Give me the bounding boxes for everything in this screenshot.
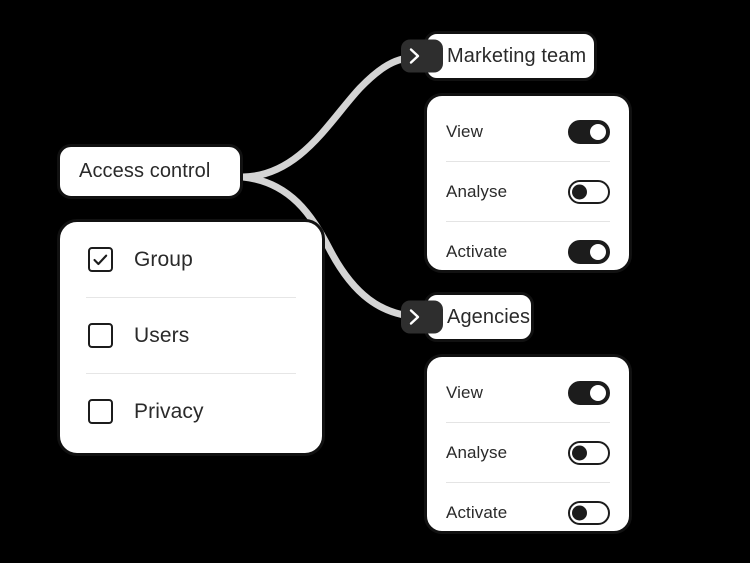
toggle-knob [590, 123, 606, 140]
toggle-activate[interactable] [568, 239, 610, 264]
divider [446, 161, 610, 162]
option-row-group[interactable]: Group [60, 222, 322, 297]
permission-row-activate[interactable]: Activate [427, 222, 629, 281]
chevron-right-icon[interactable] [401, 39, 443, 73]
option-row-users[interactable]: Users [60, 298, 322, 373]
toggle-knob [572, 445, 587, 460]
node-agencies-label: Agencies [447, 305, 531, 328]
node-marketing-team-label: Marketing team [447, 44, 587, 67]
checkbox-checked-icon[interactable] [88, 247, 113, 272]
divider [446, 221, 610, 222]
toggle-knob [572, 505, 587, 520]
divider [86, 297, 296, 298]
permission-label-activate: Activate [446, 241, 508, 261]
permission-label-view: View [446, 382, 483, 402]
divider [446, 422, 610, 423]
toggle-knob [590, 384, 606, 401]
node-marketing-team[interactable]: Marketing team [401, 31, 597, 81]
option-label-group: Group [134, 247, 193, 271]
permission-label-view: View [446, 121, 483, 141]
toggle-view[interactable] [568, 119, 610, 144]
permission-row-activate[interactable]: Activate [427, 483, 629, 542]
toggle-knob [572, 184, 587, 199]
toggle-knob [590, 243, 606, 260]
option-label-privacy: Privacy [134, 399, 204, 423]
permissions-card-marketing-team: View Analyse Activate [424, 93, 632, 273]
permission-label-activate: Activate [446, 502, 508, 522]
divider [446, 482, 610, 483]
node-agencies[interactable]: Agencies [401, 292, 534, 342]
checkbox-unchecked-icon[interactable] [88, 323, 113, 348]
permissions-card-agencies: View Analyse Activate [424, 354, 632, 534]
toggle-analyse[interactable] [568, 179, 610, 204]
permission-row-analyse[interactable]: Analyse [427, 423, 629, 482]
options-card: Group Users Privacy [57, 219, 325, 456]
option-label-users: Users [134, 323, 190, 347]
permission-row-view[interactable]: View [427, 102, 629, 161]
checkbox-unchecked-icon[interactable] [88, 399, 113, 424]
node-access-control-label: Access control [79, 160, 211, 182]
toggle-analyse[interactable] [568, 440, 610, 465]
connector-to-marketing-team [239, 52, 428, 181]
permission-row-view[interactable]: View [427, 363, 629, 422]
chevron-right-icon[interactable] [401, 300, 443, 334]
option-row-privacy[interactable]: Privacy [60, 374, 322, 449]
node-access-control[interactable]: Access control [57, 144, 243, 199]
permission-label-analyse: Analyse [446, 442, 508, 462]
permission-label-analyse: Analyse [446, 181, 508, 201]
permission-row-analyse[interactable]: Analyse [427, 162, 629, 221]
divider [86, 373, 296, 374]
toggle-activate[interactable] [568, 500, 610, 525]
toggle-view[interactable] [568, 380, 610, 405]
